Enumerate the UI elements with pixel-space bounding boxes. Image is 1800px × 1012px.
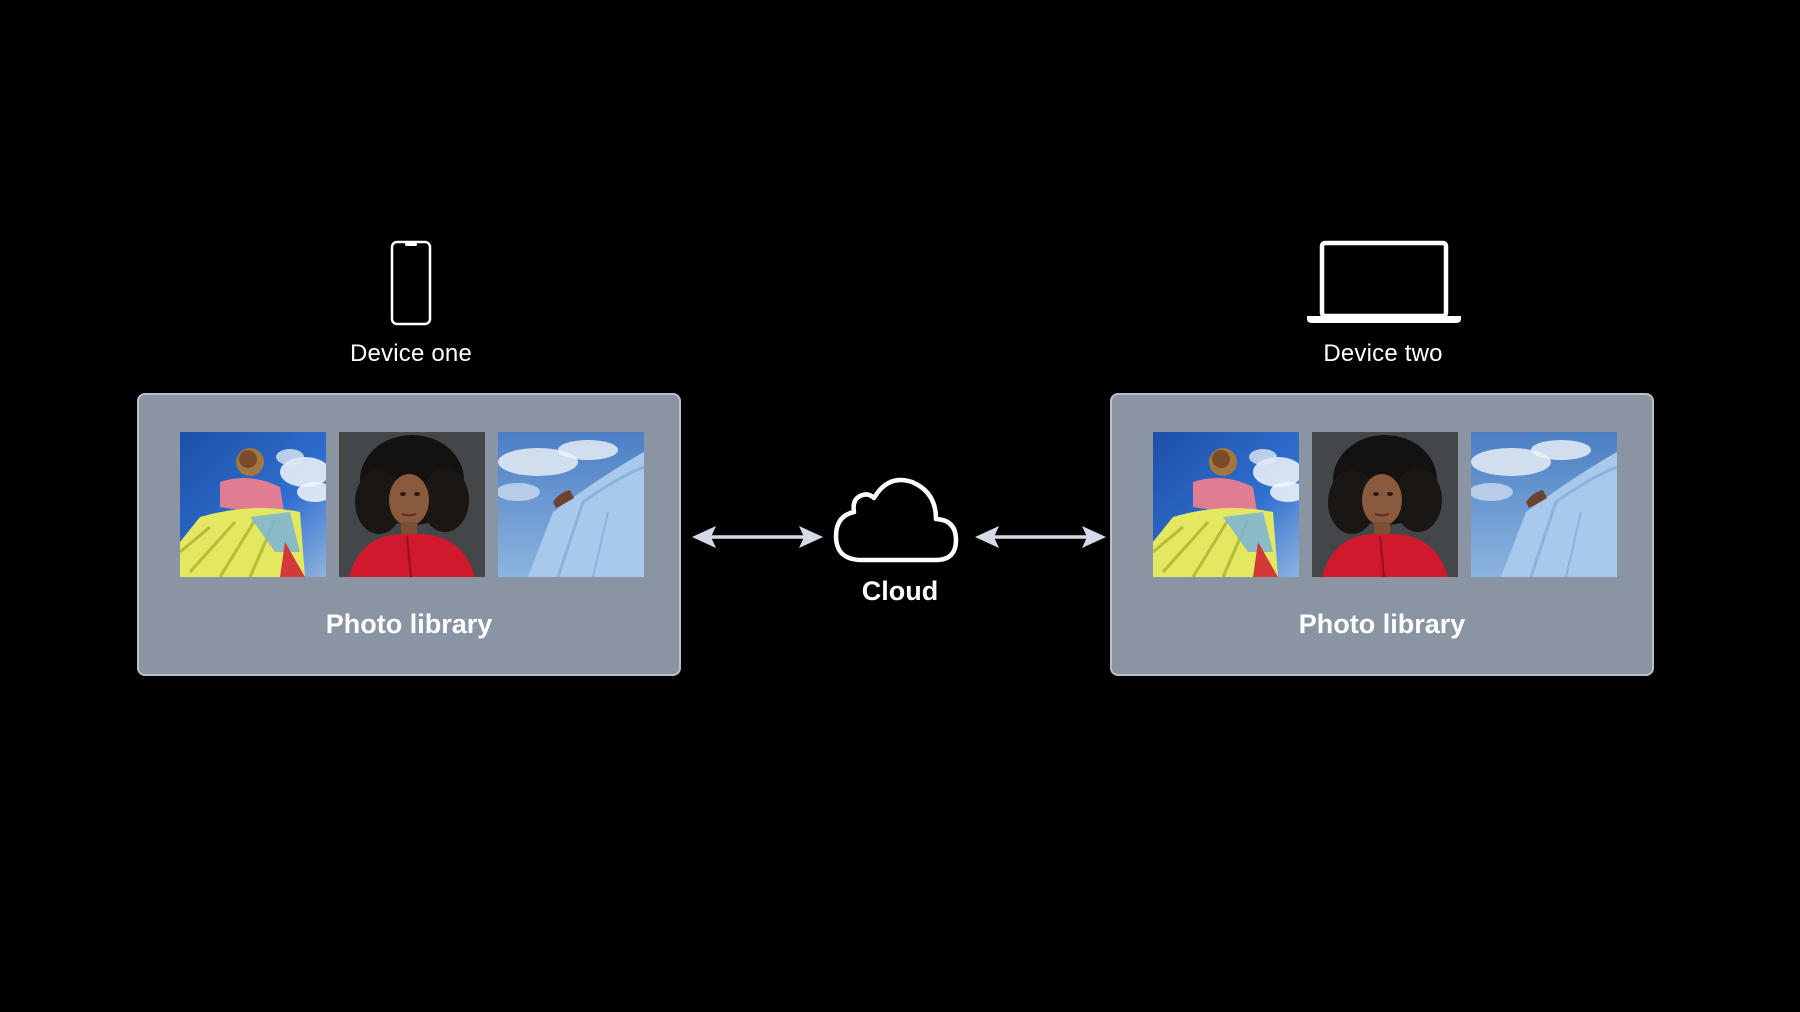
portrait-red-shirt-photo	[339, 432, 485, 577]
portrait-blue-sky-photo	[1471, 432, 1617, 577]
iphone-icon	[390, 240, 432, 326]
device-two-label: Device two	[1323, 340, 1443, 367]
photo-thumbnails	[180, 432, 644, 577]
double-arrow-icon	[692, 526, 823, 548]
photo-library-panel-one: Photo library	[137, 393, 681, 676]
laptop-icon	[1307, 240, 1461, 323]
device-one-label: Device one	[349, 340, 473, 367]
cloud-icon	[833, 477, 959, 563]
photo-library-panel-two: Photo library	[1110, 393, 1654, 676]
cloud-label: Cloud	[861, 576, 939, 606]
portrait-yellow-skirt-photo	[180, 432, 326, 577]
portrait-red-shirt-photo	[1312, 432, 1458, 577]
portrait-yellow-skirt-photo	[1153, 432, 1299, 577]
photo-library-label: Photo library	[325, 609, 493, 639]
photo-thumbnails	[1153, 432, 1617, 577]
double-arrow-icon	[975, 526, 1106, 548]
photo-library-label: Photo library	[1298, 609, 1466, 639]
portrait-blue-sky-photo	[498, 432, 644, 577]
